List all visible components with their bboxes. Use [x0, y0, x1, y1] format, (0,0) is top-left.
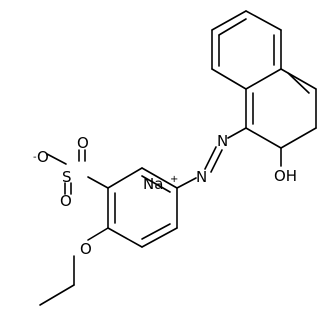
ethoxy-oxygen-label: O	[80, 240, 92, 258]
azo-phenyl-bond	[176, 177, 197, 189]
sulfonyl-oxygen-top-label: O	[77, 134, 89, 152]
benzene-ring	[107, 167, 178, 248]
naphthalene-ring-left	[211, 10, 282, 90]
azo-nitrogen-1-label: N	[217, 132, 228, 150]
sulfonate-oxygen-label: O	[37, 148, 49, 166]
sulfonyl-oxygen-bottom-label: O	[60, 192, 72, 210]
azo-double-bond	[204, 146, 223, 173]
sodium-charge: +	[170, 174, 178, 185]
naphthalene-ring-right	[245, 68, 317, 149]
sodium-label: Na	[143, 175, 163, 193]
sulfonyl-double-bond-top	[78, 149, 86, 162]
ethyl-chain	[39, 255, 75, 306]
azo-nitrogen-2-label: N	[196, 168, 207, 186]
sulfonyl-double-bond-bottom	[64, 182, 72, 195]
aryl-ether-bond	[87, 227, 109, 241]
aryl-sulfur-bond	[87, 176, 109, 189]
sulfonate-charge: -	[33, 152, 37, 163]
sulfur-oxide-bond	[46, 153, 67, 165]
hydroxyl-label: OH	[274, 167, 297, 185]
sulfur-label: S	[62, 168, 72, 186]
naphthyl-azo-bond	[227, 127, 247, 139]
